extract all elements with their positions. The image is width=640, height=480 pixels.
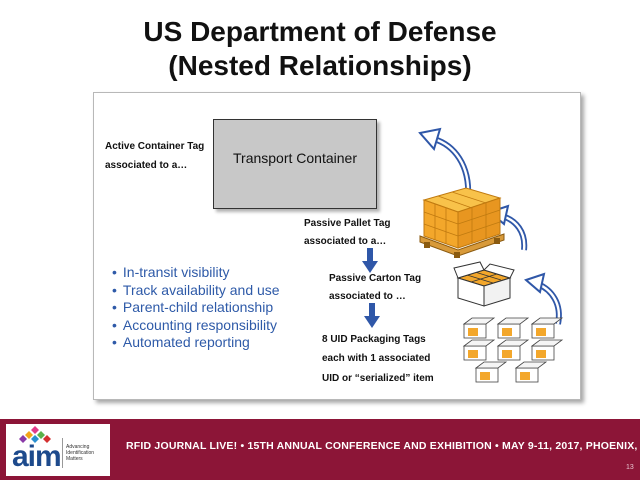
carton-tag-label-line2: associated to … <box>329 291 406 302</box>
carton-tag-label-line1: Passive Carton Tag <box>329 273 422 284</box>
uid-label-line3: UID or “serialized” item <box>322 373 434 384</box>
event-banner-text: RFID JOURNAL LIVE! • 15TH ANNUAL CONFERE… <box>126 440 640 452</box>
active-tag-label-line2: associated to a… <box>105 160 188 171</box>
benefits-list: In-transit visibility Track availability… <box>112 264 280 352</box>
down-arrow-icon <box>364 303 380 328</box>
uid-package <box>462 317 496 339</box>
active-tag-label-line1: Active Container Tag <box>105 141 205 152</box>
list-item: Track availability and use <box>112 282 280 300</box>
carton-illustration <box>453 261 515 307</box>
logo-divider <box>62 438 63 468</box>
slide-title-line2: (Nested Relationships) <box>168 50 472 81</box>
list-item: Accounting responsibility <box>112 317 280 335</box>
uid-package <box>496 339 530 361</box>
transport-container-box: Transport Container <box>213 119 377 209</box>
uid-package <box>474 361 508 383</box>
pallet-tag-label-line1: Passive Pallet Tag <box>304 218 391 229</box>
list-item: Automated reporting <box>112 334 280 352</box>
uid-label-line2: each with 1 associated <box>322 353 431 364</box>
uid-label-line1: 8 UID Packaging Tags <box>322 334 426 345</box>
list-item: In-transit visibility <box>112 264 280 282</box>
page-number: 13 <box>626 464 634 471</box>
logo-wordmark: aim <box>12 440 62 473</box>
down-arrow-icon <box>362 248 378 273</box>
transport-container-label: Transport Container <box>233 150 357 166</box>
uid-package <box>530 339 564 361</box>
slide-title-line1: US Department of Defense <box>143 16 497 47</box>
list-item: Parent-child relationship <box>112 299 280 317</box>
uid-package <box>514 361 548 383</box>
uid-package <box>530 317 564 339</box>
aim-logo: aim Advancing Identification Matters <box>6 424 110 476</box>
uid-packages-illustration <box>462 317 564 383</box>
pallet-tag-label-line2: associated to a… <box>304 236 387 247</box>
pallet-illustration <box>419 187 505 258</box>
uid-package <box>462 339 496 361</box>
logo-diamonds-icon <box>19 426 51 443</box>
logo-tagline: Advancing Identification Matters <box>66 444 95 462</box>
uid-package <box>496 317 530 339</box>
